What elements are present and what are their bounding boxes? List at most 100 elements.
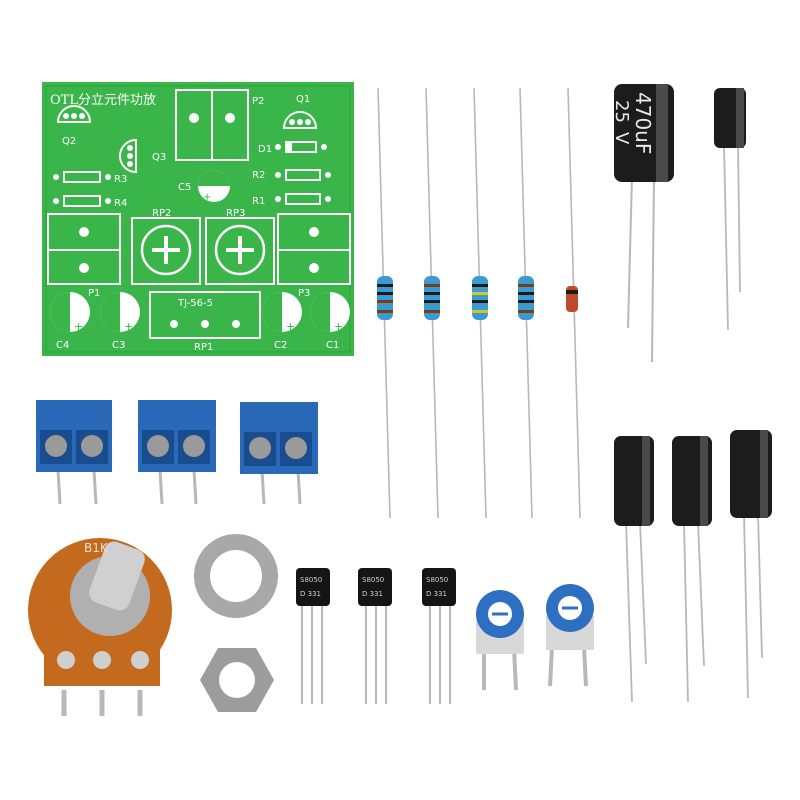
resistor — [518, 87, 534, 519]
p1-pad — [79, 227, 89, 237]
electrolytic-capacitor-470uf: 470uF 25 V — [611, 84, 674, 363]
q2-pad — [71, 113, 77, 119]
resistor-band — [377, 284, 393, 287]
diode-band — [566, 290, 578, 294]
d1-pad — [321, 144, 327, 150]
potentiometer: B1K — [28, 538, 172, 716]
resistor-band — [472, 292, 488, 295]
resistor-band — [518, 292, 534, 295]
terminal-pin — [56, 469, 62, 505]
capacitor-lead — [683, 521, 689, 703]
resistor-band — [518, 300, 534, 303]
resistor-body — [518, 276, 534, 320]
resistor-band — [377, 300, 393, 303]
capacitor-unit-label: V — [611, 132, 632, 145]
r1-pad — [325, 196, 331, 202]
q1-label: Q1 — [296, 94, 310, 105]
q1-pad — [289, 119, 295, 125]
capacitor-stripe — [736, 88, 744, 148]
r3-label: R3 — [114, 174, 127, 185]
capacitor-lead — [723, 143, 729, 331]
screw-terminal — [36, 400, 112, 505]
trimmer-pin — [582, 645, 588, 687]
rp1-outline — [149, 291, 261, 339]
trimmer-potentiometer — [546, 584, 594, 687]
p2-label: P2 — [252, 96, 264, 107]
r4-pad — [53, 198, 59, 204]
c2-footprint: + C2 — [262, 292, 302, 351]
terminal-pin — [158, 469, 164, 505]
q3-label: Q3 — [152, 152, 166, 163]
rp2-outline — [131, 217, 201, 285]
resistor-band — [472, 310, 488, 313]
washer — [194, 534, 278, 618]
resistor-band — [472, 300, 488, 303]
c2-label: C2 — [274, 340, 287, 351]
r1-outline — [285, 193, 321, 205]
r2-pad — [275, 172, 281, 178]
c4-label: C4 — [56, 340, 69, 351]
capacitor-stripe — [642, 436, 650, 526]
p1-label: P1 — [88, 288, 100, 299]
r4-label: R4 — [114, 198, 127, 209]
c2-plus: + — [286, 320, 295, 333]
resistor-band — [377, 292, 393, 295]
trimmer-pin — [512, 647, 518, 691]
rp1-pad — [201, 320, 209, 328]
terminal-pin — [260, 469, 266, 505]
q2-label: Q2 — [62, 136, 76, 147]
c5-half — [198, 170, 230, 186]
pot-value-label: B1K — [84, 541, 109, 555]
capacitor-lead — [697, 521, 705, 667]
screw-head — [249, 437, 271, 459]
q3-outline — [119, 138, 137, 174]
trimmer-pin — [548, 645, 554, 687]
screw-head — [81, 435, 103, 457]
screw-head — [147, 435, 169, 457]
c2-half — [262, 292, 282, 332]
electrolytic-capacitor-small — [714, 88, 746, 331]
washer-hole — [210, 550, 262, 602]
c3-footprint: + C3 — [100, 292, 140, 351]
pcb-title: OTL分立元件功放 — [50, 93, 156, 108]
resistor — [424, 87, 440, 519]
q1-outline — [282, 111, 318, 129]
p2-pad — [225, 113, 235, 123]
transistor-body — [358, 568, 392, 606]
capacitor-value-label: 470uF — [631, 92, 655, 154]
resistor-band — [424, 284, 440, 287]
c3-plus: + — [124, 320, 133, 333]
rp3-outline — [205, 217, 275, 285]
transistor-body — [422, 568, 456, 606]
nut-hole — [219, 662, 255, 698]
capacitor-stripe — [656, 84, 668, 182]
pot-terminal — [131, 651, 149, 669]
capacitor-lead — [757, 513, 763, 659]
electrolytic-capacitor-tall — [730, 430, 772, 699]
c1-label: C1 — [326, 340, 339, 351]
tj-label: TJ-56-5 — [177, 298, 213, 309]
rp2-label: RP2 — [152, 208, 171, 219]
d1-band — [286, 142, 292, 152]
resistor-band — [472, 284, 488, 287]
rp1-pad — [232, 320, 240, 328]
screw-head — [45, 435, 67, 457]
resistor-body — [472, 276, 488, 320]
q1-pad — [305, 119, 311, 125]
capacitor-stripe — [700, 436, 708, 526]
terminal-pin — [296, 469, 302, 505]
resistor — [472, 87, 488, 519]
r3-pad — [105, 174, 111, 180]
capacitor-stripe — [760, 430, 768, 518]
resistor-band — [518, 284, 534, 287]
pot-terminal — [93, 651, 111, 669]
c4-plus: + — [74, 320, 83, 333]
r1-pad — [275, 196, 281, 202]
screw-head — [183, 435, 205, 457]
q3-pad — [127, 161, 133, 167]
p3-pad — [309, 263, 319, 273]
c4-half — [50, 292, 70, 332]
electrolytic-capacitor-tall — [614, 436, 654, 703]
resistor-band — [424, 300, 440, 303]
